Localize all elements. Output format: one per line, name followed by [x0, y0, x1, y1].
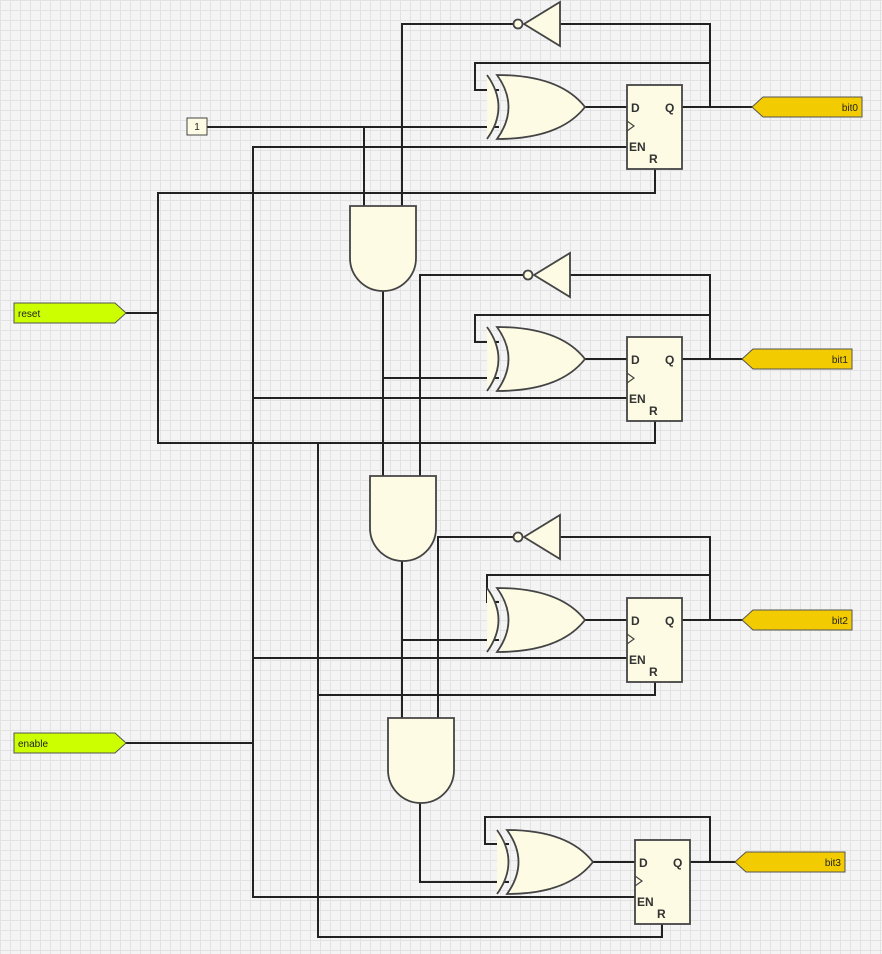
- wire-not2-and: [437, 536, 514, 721]
- ff3-q-label: Q: [673, 856, 682, 870]
- bit3-label: bit3: [825, 858, 842, 869]
- wire-q3-feedback: [484, 816, 711, 863]
- flip-flop-1[interactable]: D Q EN R: [626, 336, 683, 422]
- and-gate-2[interactable]: [387, 717, 455, 804]
- bit0-label: bit0: [842, 103, 859, 114]
- xor-gate-2[interactable]: [486, 587, 587, 653]
- wire-reset-ff1: [157, 414, 656, 444]
- ff0-r-label: R: [649, 152, 658, 166]
- constant-label: 1: [194, 122, 200, 133]
- xor-gate-3[interactable]: [496, 829, 595, 895]
- wire-q0-feedback: [474, 62, 711, 91]
- bit2-label: bit2: [832, 616, 849, 627]
- ff3-r-label: R: [657, 907, 666, 921]
- enable-input-pin[interactable]: enable: [13, 732, 127, 754]
- wire-and1-out: [401, 559, 499, 641]
- wire-not1-and: [419, 274, 524, 479]
- ff1-d-label: D: [631, 353, 640, 367]
- wire-and0-out: [382, 289, 499, 379]
- xor-gate-0[interactable]: [486, 74, 587, 140]
- enable-label: enable: [18, 739, 48, 750]
- bit1-label: bit1: [832, 355, 849, 366]
- ff2-q-label: Q: [665, 614, 674, 628]
- and-gate-1[interactable]: [369, 475, 437, 562]
- bit1-output-pin[interactable]: bit1: [741, 348, 853, 370]
- wires: [124, 23, 753, 938]
- ff0-q-label: Q: [665, 101, 674, 115]
- wire-reset-ff2: [317, 676, 656, 696]
- ff1-q-label: Q: [665, 353, 674, 367]
- bit0-output-pin[interactable]: bit0: [751, 96, 863, 118]
- wire-not0-and: [401, 23, 514, 209]
- and-gate-0[interactable]: [349, 205, 417, 292]
- not-gate-0[interactable]: [512, 0, 561, 48]
- xor-gate-1[interactable]: [486, 326, 587, 392]
- ff0-en-label: EN: [629, 140, 646, 154]
- bit2-output-pin[interactable]: bit2: [741, 609, 853, 631]
- ff1-r-label: R: [649, 404, 658, 418]
- constant-one[interactable]: 1: [186, 117, 208, 136]
- ff1-en-label: EN: [629, 392, 646, 406]
- reset-input-pin[interactable]: reset: [13, 302, 127, 324]
- ff3-en-label: EN: [637, 895, 654, 909]
- wire-q2-not: [559, 536, 711, 621]
- wire-reset-ff0: [157, 164, 656, 194]
- ff2-en-label: EN: [629, 653, 646, 667]
- bit3-output-pin[interactable]: bit3: [734, 851, 846, 873]
- reset-label: reset: [18, 309, 40, 320]
- ff3-d-label: D: [639, 856, 648, 870]
- wire-q0-not: [559, 23, 711, 108]
- wire-q1-feedback: [474, 314, 711, 343]
- ff2-r-label: R: [649, 665, 658, 679]
- not-gate-2[interactable]: [512, 513, 561, 561]
- flip-flop-0[interactable]: D Q EN R: [626, 84, 683, 170]
- flip-flop-3[interactable]: D Q EN R: [634, 839, 691, 925]
- flip-flop-2[interactable]: D Q EN R: [626, 597, 683, 683]
- ff0-d-label: D: [631, 101, 640, 115]
- wire-and2-out: [419, 801, 509, 883]
- ff2-d-label: D: [631, 614, 640, 628]
- wire-reset-ff3: [317, 917, 663, 938]
- not-gate-1[interactable]: [522, 251, 571, 299]
- wire-q1-not: [569, 274, 711, 360]
